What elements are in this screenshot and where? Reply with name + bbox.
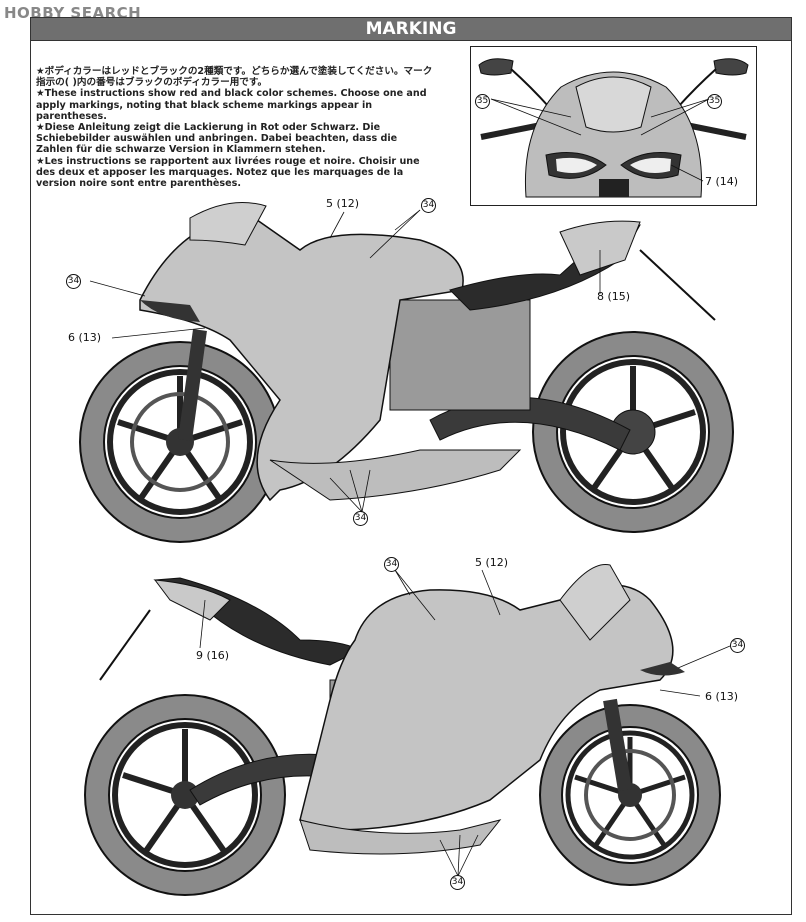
callout-6-13-top: 6 (13)	[68, 331, 102, 344]
instruction-german: ★Diese Anleitung zeigt die Lackierung in…	[36, 122, 398, 156]
front-view-inset: 35 35 7 (14)	[470, 46, 757, 206]
callout-34-nose-top: 34	[66, 273, 81, 289]
callout-5-12-bottom: 5 (12)	[475, 556, 509, 569]
front-view-illustration	[478, 58, 749, 198]
page-frame	[30, 38, 792, 915]
callout-8-15: 8 (15)	[597, 290, 631, 303]
callout-34-nose-bottom: 34	[730, 637, 745, 653]
instruction-japanese: ★ボディカラーはレッドとブラックの2種類です。どちらか選んで塗装してください。マ…	[36, 66, 433, 89]
callout-34-belly-top: 34	[353, 510, 368, 526]
callout-35-left: 35	[475, 93, 490, 109]
callout-34-tank-bottom: 34	[384, 556, 399, 572]
instructions-block: ★ボディカラーはレッドとブラックの2種類です。どちらか選んで塗装してください。マ…	[36, 66, 436, 189]
callout-9-16: 9 (16)	[196, 649, 230, 662]
section-title: MARKING	[365, 19, 457, 39]
callout-34-belly-bottom: 34	[450, 874, 465, 890]
instruction-french: ★Les instructions se rapportent aux livr…	[36, 155, 420, 190]
callout-5-12-top: 5 (12)	[326, 197, 360, 210]
callout-7-14: 7 (14)	[705, 175, 739, 188]
callout-35-right: 35	[707, 93, 722, 109]
callout-34-tank-top: 34	[421, 197, 436, 213]
section-header: MARKING	[30, 17, 792, 41]
instruction-english: ★These instructions show red and black c…	[36, 88, 427, 122]
callout-6-13-bottom: 6 (13)	[705, 690, 739, 703]
